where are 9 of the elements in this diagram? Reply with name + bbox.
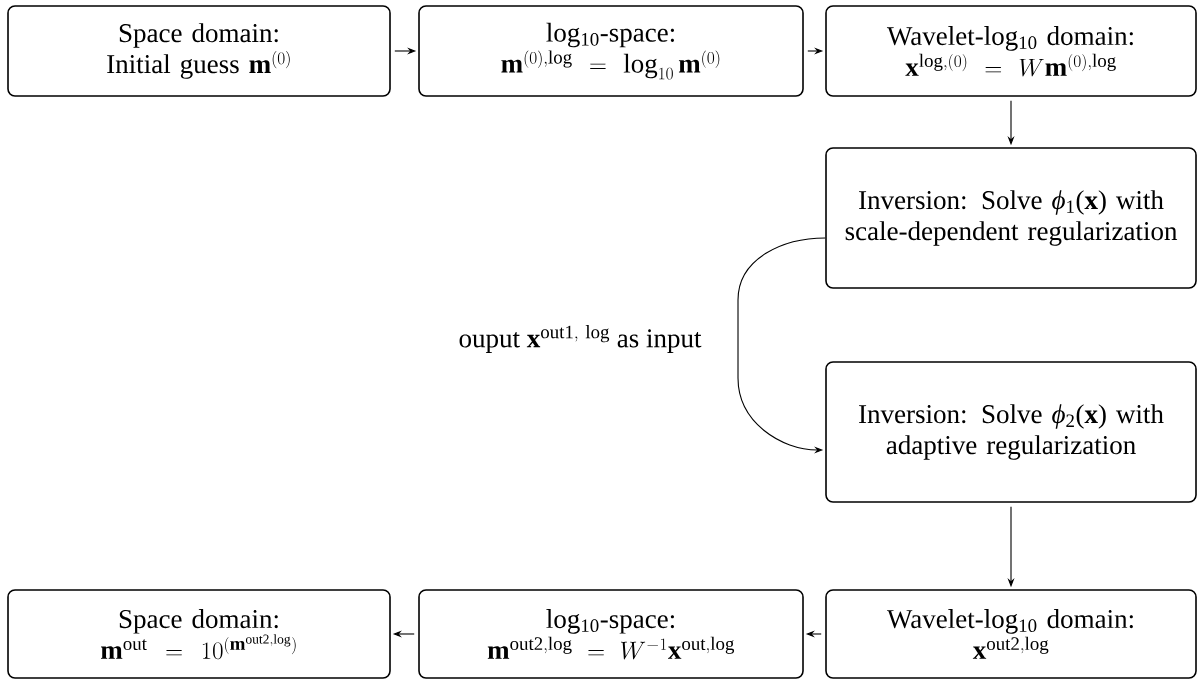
process-box: Space domain: $\mbox{Initial guess }\mathbf{m}^{(0)}$ — [7, 5, 391, 97]
process-box: Inversion: Solve ϕ$_{2}$(x) with adaptive regularization — [825, 361, 1197, 503]
process-box: Wavelet-log$_{10}$ domain: $\mathbf{x}^{\log,(0)} = W\mathbf{m}^{(0),\log}$ — [825, 5, 1197, 97]
process-box: Space domain: $\mathbf{m}^{\mathrm{out}} = 10^{(\mathbf{m}^{\mathrm{out2},\log})}$ — [7, 589, 391, 679]
process-box: Inversion: Solve ϕ$_{1}$(x) with scale-dependent regularization — [825, 147, 1197, 289]
process-box: log$_{10}$-space: $\mathbf{m}^{(0),\log} = \log_{10}\mathbf{m}^{(0)}$ — [418, 5, 804, 97]
process-box: log$_{10}$-space: $\mathbf{m}^{\mathrm{out2},\log} = W^{-1}\mathbf{x}^{\mathrm{out},\log}$ — [418, 589, 804, 679]
edge-label: $\mbox{ouput }\mathbf{x}^{\mathrm{out1,\ log}}\mbox{ as input}$ — [455, 322, 705, 356]
process-box: Wavelet-log$_{10}$ domain: $\mathbf{x}^{\mathrm{out2},\log}$ — [825, 589, 1197, 679]
